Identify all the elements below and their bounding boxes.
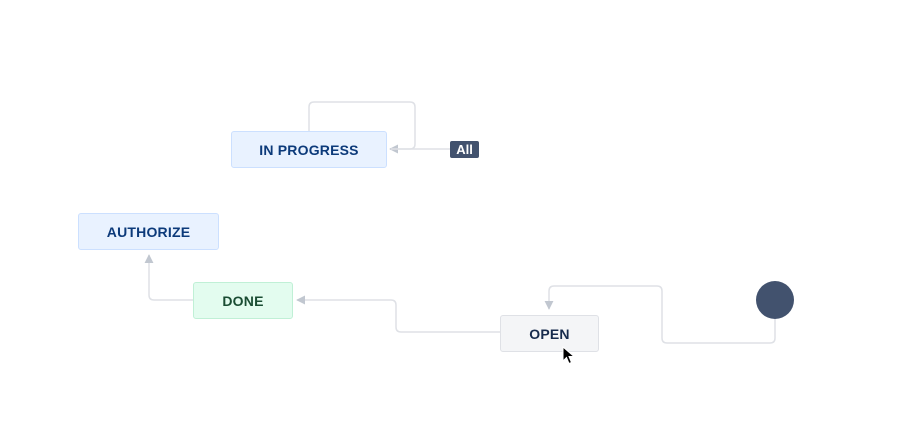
transition-open-to-done[interactable] xyxy=(296,295,500,333)
start-node-circle[interactable] xyxy=(756,281,794,319)
all-badge-label: All xyxy=(456,142,473,157)
status-authorize-label: AUTHORIZE xyxy=(106,223,191,240)
status-done-label: DONE xyxy=(222,292,264,309)
transition-in-progress-self-loop[interactable] xyxy=(308,101,416,150)
status-done[interactable]: DONE xyxy=(193,282,293,319)
all-transitions-badge[interactable]: All xyxy=(450,141,479,158)
status-open[interactable]: OPEN xyxy=(500,315,599,352)
transition-start-to-open[interactable] xyxy=(544,285,776,344)
status-in-progress[interactable]: IN PROGRESS xyxy=(231,131,387,168)
status-in-progress-label: IN PROGRESS xyxy=(259,141,359,158)
mouse-cursor-icon xyxy=(562,346,576,365)
status-open-label: OPEN xyxy=(529,325,570,342)
transition-done-to-authorize[interactable] xyxy=(144,254,193,301)
status-authorize[interactable]: AUTHORIZE xyxy=(78,213,219,250)
